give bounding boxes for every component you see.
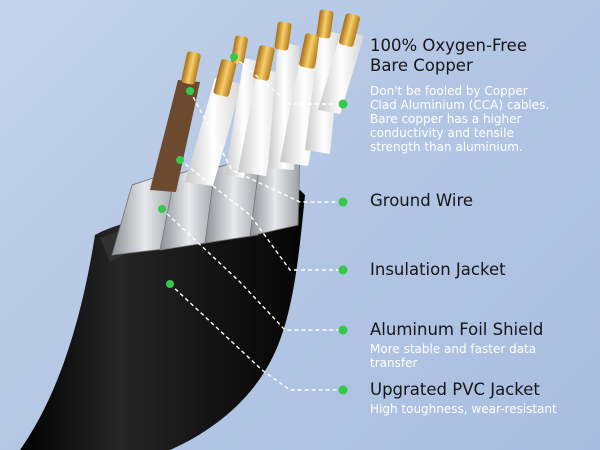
copper-desc-line5: strength than aluminium. xyxy=(370,140,523,154)
copper-title-line2: Bare Copper xyxy=(370,56,473,75)
conductor-group xyxy=(150,9,364,192)
green-dot-icon xyxy=(230,53,238,61)
callout-dots xyxy=(158,53,348,395)
leader-copper xyxy=(233,56,343,105)
callout-foil: Aluminum Foil Shield More stable and fas… xyxy=(370,320,595,370)
pvc-title: Upgrated PVC Jacket xyxy=(370,380,540,399)
insulation-title: Insulation Jacket xyxy=(370,260,506,279)
callout-pvc: Upgrated PVC Jacket High toughness, wear… xyxy=(370,380,595,416)
green-dot-icon xyxy=(158,205,166,213)
ground-title: Ground Wire xyxy=(370,191,474,210)
copper-desc-line2: Clad Aluminium (CCA) cables. xyxy=(370,98,550,112)
leader-ground xyxy=(189,90,343,203)
callout-ground: Ground Wire xyxy=(370,191,473,211)
copper-description: Don't be fooled by Copper Clad Aluminium… xyxy=(370,84,595,154)
leader-pvc xyxy=(169,283,343,391)
foil-desc-line2: transfer xyxy=(370,356,418,370)
pvc-desc-line1: High toughness, wear-resistant xyxy=(370,402,557,416)
copper-desc-line1: Don't be fooled by Copper xyxy=(370,84,528,98)
foil-description: More stable and faster data transfer xyxy=(370,342,595,370)
green-dot-icon xyxy=(176,156,184,164)
pvc-description: High toughness, wear-resistant xyxy=(370,402,595,416)
foil-desc-line1: More stable and faster data xyxy=(370,342,537,356)
green-dot-icon xyxy=(338,325,348,335)
green-dot-icon xyxy=(338,265,348,275)
green-dot-icon xyxy=(186,87,194,95)
copper-desc-line4: conductivity and tensile xyxy=(370,126,514,140)
green-dot-icon xyxy=(166,280,174,288)
callout-insulation: Insulation Jacket xyxy=(370,260,506,280)
green-dot-icon xyxy=(338,197,348,207)
callout-copper: 100% Oxygen-Free Bare Copper Don't be fo… xyxy=(370,36,595,154)
copper-desc-line3: Bare copper has a higher xyxy=(370,112,522,126)
foil-title: Aluminum Foil Shield xyxy=(370,320,544,339)
leader-lines xyxy=(161,56,343,391)
green-dot-icon xyxy=(338,385,348,395)
copper-title-line1: 100% Oxygen-Free xyxy=(370,36,527,55)
green-dot-icon xyxy=(338,99,348,109)
leader-insulation xyxy=(179,159,343,271)
